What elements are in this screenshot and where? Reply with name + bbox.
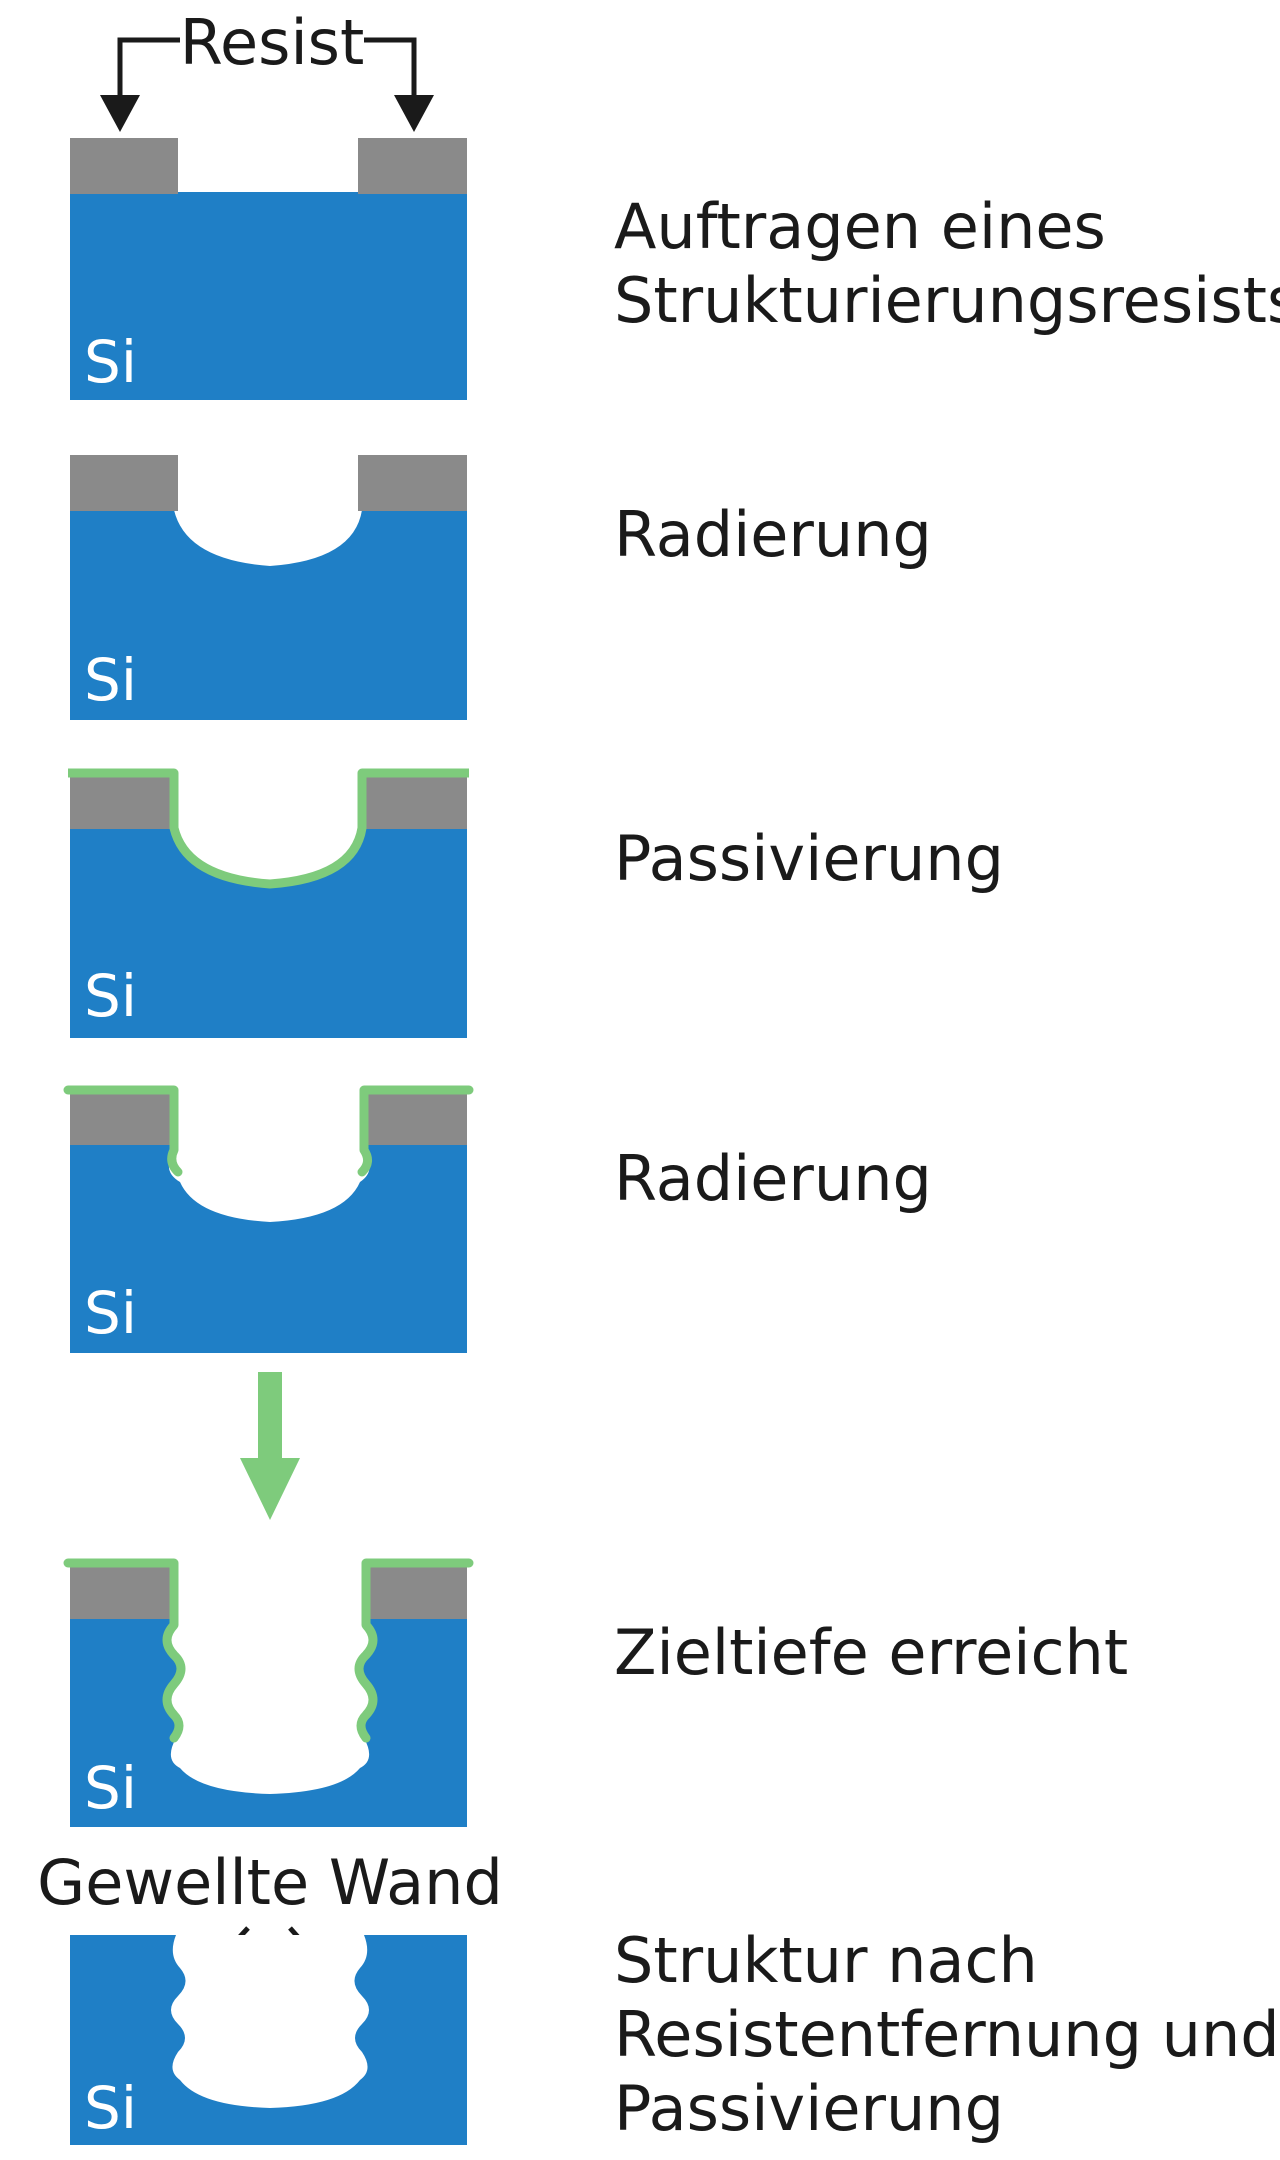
step-3-label-line-1: Passivierung (614, 822, 1004, 895)
step-3-cross-section: Si (68, 768, 469, 1038)
resist-left (70, 138, 178, 194)
resist-right (358, 455, 467, 511)
si-label: Si (84, 1754, 137, 1822)
step-1-label-line-2: Strukturierungsresists (614, 264, 1280, 337)
si-label: Si (84, 646, 137, 714)
step-6-label-line-1: Struktur nach (614, 1924, 1038, 1997)
step-1-cross-section: Si (70, 138, 467, 400)
si-label: Si (84, 328, 137, 396)
process-arrow-shaft (258, 1372, 282, 1464)
step-2-label: Radierung (614, 498, 932, 571)
si-label: Si (84, 962, 137, 1030)
resist-right (358, 1563, 467, 1619)
resist-callout-label: Resist (180, 6, 365, 79)
resist-arrow-left (117, 37, 180, 110)
etched-cavity (174, 773, 362, 884)
step-4-label-line-1: Radierung (614, 1142, 932, 1215)
passivation-layer (354, 1558, 474, 1743)
si-label: Si (84, 1279, 137, 1347)
step-2-cross-section: Si (70, 455, 467, 720)
passivation-layer (63, 1558, 186, 1743)
resist-left (70, 1090, 178, 1145)
etched-cavity (171, 1935, 369, 2108)
process-arrow-head (240, 1458, 300, 1520)
passivation-layer (63, 1085, 474, 1177)
step-labels: Auftragen eines Strukturierungsresists R… (614, 190, 1280, 2145)
step-4-label: Radierung (614, 1142, 932, 1215)
wavy-wall-label: Gewellte Wand (37, 1846, 503, 1919)
resist-arrow-right-head (394, 95, 434, 132)
resist-right (358, 1090, 467, 1145)
resist-left (70, 773, 178, 829)
resist-right (358, 138, 467, 194)
step-1-label: Auftragen eines Strukturierungsresists (614, 190, 1280, 337)
resist-left (70, 1563, 178, 1619)
etched-cavity (169, 1563, 371, 1794)
resist-left (70, 455, 178, 511)
step-6-label-line-3: Passivierung (614, 2072, 1004, 2145)
step-6-cross-section: Si (70, 1935, 467, 2145)
step-3-label: Passivierung (614, 822, 1004, 895)
si-label: Si (84, 2074, 137, 2142)
step-4-cross-section: Si (63, 1085, 474, 1353)
step-6-label-line-2: Resistentfernung und (614, 1998, 1280, 2071)
resist-right (358, 773, 467, 829)
step-1-label-line-1: Auftragen eines (614, 190, 1106, 263)
resist-callout: Resist (100, 6, 434, 132)
passivation-layer (68, 768, 469, 889)
process-arrow (240, 1372, 300, 1520)
step-5-label-line-1: Zieltiefe erreicht (614, 1616, 1128, 1689)
silicon-block (70, 192, 467, 400)
etched-cavity (168, 1090, 370, 1222)
resist-arrow-left-head (100, 95, 140, 132)
etched-cavity (174, 510, 362, 566)
step-5-cross-section: Si (63, 1558, 474, 1827)
step-2-label-line-1: Radierung (614, 498, 932, 571)
step-5-label: Zieltiefe erreicht (614, 1616, 1128, 1689)
resist-arrow-right (364, 37, 417, 110)
step-6-label: Struktur nach Resistentfernung und Passi… (614, 1924, 1280, 2145)
